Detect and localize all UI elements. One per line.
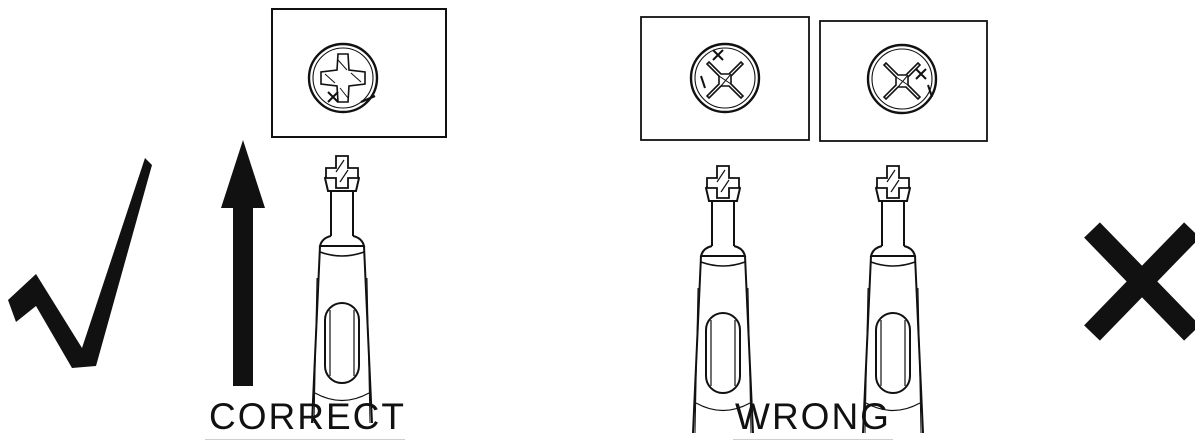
wrong-label-underline [733, 439, 893, 440]
wrong-screwdriver-left [692, 165, 754, 434]
correct-label: CORRECT [209, 396, 406, 437]
wrong-screwdriver-right [862, 165, 924, 434]
cross-mark-icon [1084, 222, 1195, 341]
wrong-label: WRONG [735, 396, 891, 437]
correct-screwdriver [311, 155, 373, 424]
up-arrow-icon [221, 140, 265, 386]
correct-closeup-panel [271, 8, 447, 138]
correct-label-underline [205, 439, 405, 440]
wrong-closeup-panel-left [640, 16, 810, 141]
wrong-closeup-panel-right [819, 20, 988, 142]
check-mark-icon [8, 158, 152, 368]
